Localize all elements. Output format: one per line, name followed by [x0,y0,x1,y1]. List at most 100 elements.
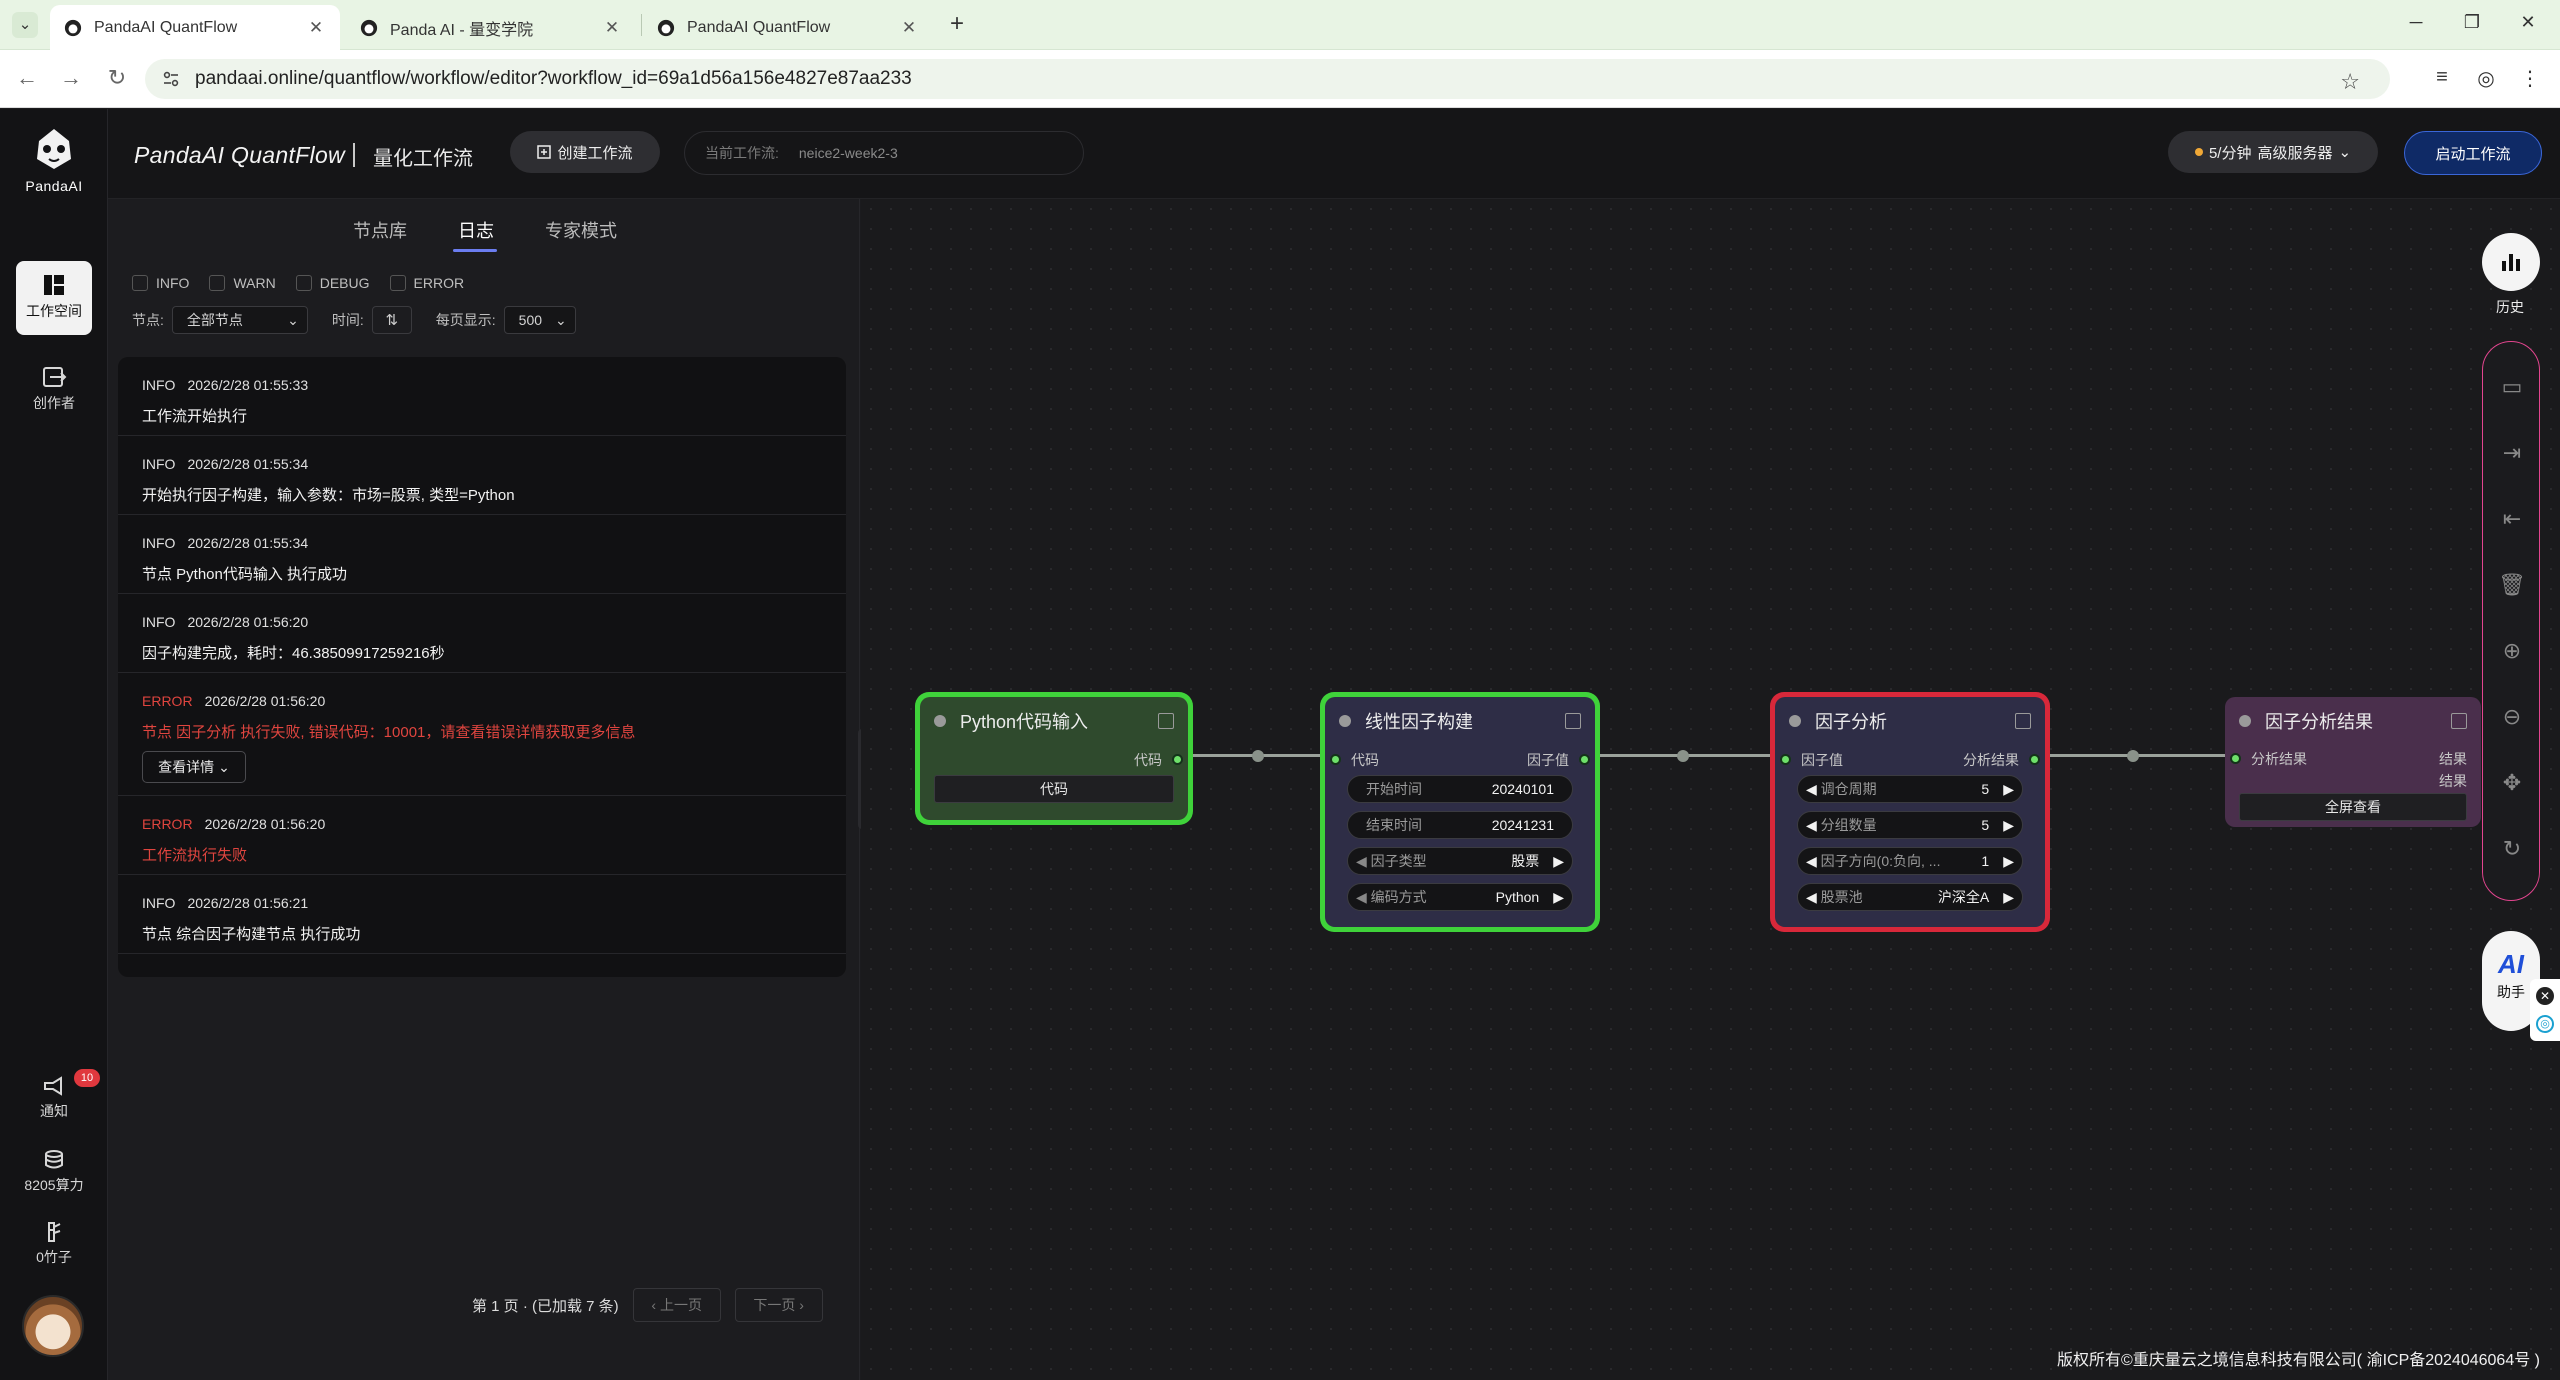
arrow-left-icon[interactable]: ◀ [1806,888,1817,905]
assistant-mini-icon[interactable]: ◎ [2536,1015,2554,1033]
side-widget[interactable]: ✕ ◎ [2530,979,2560,1041]
arrow-left-icon[interactable]: ◀ [1806,852,1817,869]
close-tab-icon[interactable]: ✕ [308,17,324,37]
zoom-in-icon[interactable]: ⊕ [2502,638,2522,663]
arrow-right-icon[interactable]: ▶ [2003,780,2014,797]
media-control-icon[interactable]: ≡ [2436,66,2448,88]
tab-expert-mode[interactable]: 专家模式 [545,221,617,241]
output-port[interactable] [2029,754,2040,765]
site-info-icon[interactable] [161,69,181,89]
arrow-right-icon[interactable]: ▶ [1553,852,1564,869]
factor-direction-stepper[interactable]: ◀ 因子方向(0:负向, ...1▶ [1797,847,2023,875]
node-filter-select[interactable]: 全部节点 ⌄ [171,306,308,334]
output-port[interactable] [1172,754,1183,765]
copyright-footer: 版权所有©重庆量云之境信息科技有限公司( 渝ICP备2024046064号 ) [2057,1352,2540,1369]
field-label: 因子类型 [1370,853,1427,869]
workflow-canvas[interactable]: Python代码输入 代码 代码 线性因子构建 [861,199,2560,1380]
view-details-button[interactable]: 查看详情 ⌄ [142,751,246,783]
next-page-button[interactable]: 下一页 › [734,1288,823,1322]
current-workflow-field[interactable]: 当前工作流: neice2-week2-3 [684,131,1084,175]
minimize-icon[interactable]: ─ [2409,12,2423,32]
field-label: 结束时间 [1366,817,1422,833]
profile-icon[interactable]: ◎ [2477,68,2495,90]
reset-icon[interactable]: ↻ [2502,836,2522,861]
tab-list-button[interactable]: ⌄ [12,12,38,38]
save-icon[interactable]: ▭ [2501,374,2523,399]
log-message: 因子构建完成，耗时：46.38509917259216秒 [142,645,445,662]
bookmark-star-icon[interactable]: ☆ [2340,69,2360,94]
arrow-left-icon[interactable]: ◀ [1356,888,1367,905]
arrow-right-icon[interactable]: ▶ [2003,888,2014,905]
node-python-input[interactable]: Python代码输入 代码 代码 [915,692,1193,825]
arrow-left-icon[interactable]: ◀ [1806,780,1817,797]
import-icon[interactable]: ⇤ [2502,506,2522,531]
page-size-select[interactable]: 500 ⌄ [503,306,576,334]
rail-item-bamboo[interactable]: 0竹子 [16,1221,92,1273]
stock-pool-combo[interactable]: ◀ 股票池沪深全A▶ [1797,883,2023,911]
pandaai-logo[interactable]: PandaAI [0,127,108,194]
arrow-right-icon[interactable]: ▶ [2003,816,2014,833]
reload-icon[interactable]: ↻ [107,65,127,90]
back-icon[interactable]: ← [16,65,38,90]
sort-time-icon[interactable]: ⇅ [371,306,412,334]
address-bar[interactable]: pandaai.online/quantflow/workflow/editor… [145,59,2390,99]
rail-item-workspace[interactable]: 工作空间 [16,261,92,335]
user-avatar[interactable] [22,1295,84,1357]
output-port[interactable] [1579,754,1590,765]
browser-menu-icon[interactable]: ⋮ [2520,68,2540,90]
arrow-right-icon[interactable]: ▶ [2003,852,2014,869]
fullscreen-view-button[interactable]: 全屏查看 [2239,793,2467,821]
log-time: 2026/2/28 01:56:20 [204,816,326,832]
filter-debug-checkbox[interactable]: DEBUG [295,275,370,291]
create-workflow-button[interactable]: 创建工作流 [510,131,660,173]
fit-view-icon[interactable]: ✥ [2502,770,2522,795]
tab-node-library[interactable]: 节点库 [353,221,407,241]
rail-item-creator[interactable]: 创作者 [16,365,92,425]
close-window-icon[interactable]: ✕ [2520,12,2536,32]
browser-tab-2[interactable]: Panda AI - 量变学院 ✕ [346,5,636,50]
filter-warn-checkbox[interactable]: WARN [209,275,276,291]
arrow-left-icon[interactable]: ◀ [1356,852,1367,869]
edit-icon[interactable] [1158,713,1174,729]
code-editor-button[interactable]: 代码 [934,775,1174,803]
node-factor-result[interactable]: 因子分析结果 分析结果 结果 结果 全屏查看 [2225,697,2481,827]
edit-icon[interactable] [2451,713,2467,729]
chevron-down-icon: ⌄ [287,311,299,328]
rail-item-notifications[interactable]: 通知 10 [16,1069,100,1127]
start-workflow-button[interactable]: 启动工作流 [2404,131,2542,175]
browser-tab-3[interactable]: PandaAI QuantFlow ✕ [643,5,933,50]
edit-icon[interactable] [1565,713,1581,729]
server-select-button[interactable]: 5/分钟 高级服务器 ⌄ [2168,131,2378,173]
export-icon[interactable]: ⇥ [2502,440,2522,465]
close-icon[interactable]: ✕ [2536,987,2554,1005]
edit-icon[interactable] [2015,713,2031,729]
delete-icon[interactable]: 🗑 [2498,572,2526,597]
arrow-left-icon[interactable]: ◀ [1806,816,1817,833]
filter-info-checkbox[interactable]: INFO [132,275,189,291]
filter-error-checkbox[interactable]: ERROR [389,275,464,291]
input-port[interactable] [1330,754,1341,765]
browser-tab-1[interactable]: PandaAI QuantFlow ✕ [50,5,340,50]
tab-logs[interactable]: 日志 [458,221,494,241]
factor-type-combo[interactable]: ◀ 因子类型股票▶ [1347,847,1573,875]
close-tab-icon[interactable]: ✕ [604,17,620,37]
close-tab-icon[interactable]: ✕ [901,17,917,37]
input-port[interactable] [2230,753,2241,764]
zoom-out-icon[interactable]: ⊖ [2502,704,2522,729]
restore-icon[interactable]: ❐ [2463,12,2481,32]
arrow-right-icon[interactable]: ▶ [1553,888,1564,905]
history-button[interactable] [2482,233,2540,291]
rail-item-compute[interactable]: 8205算力 [16,1149,92,1201]
new-tab-icon[interactable]: + [950,10,965,37]
forward-icon[interactable]: → [60,65,82,90]
prev-page-button[interactable]: ‹ 上一页 [632,1288,721,1322]
input-port[interactable] [1780,754,1791,765]
